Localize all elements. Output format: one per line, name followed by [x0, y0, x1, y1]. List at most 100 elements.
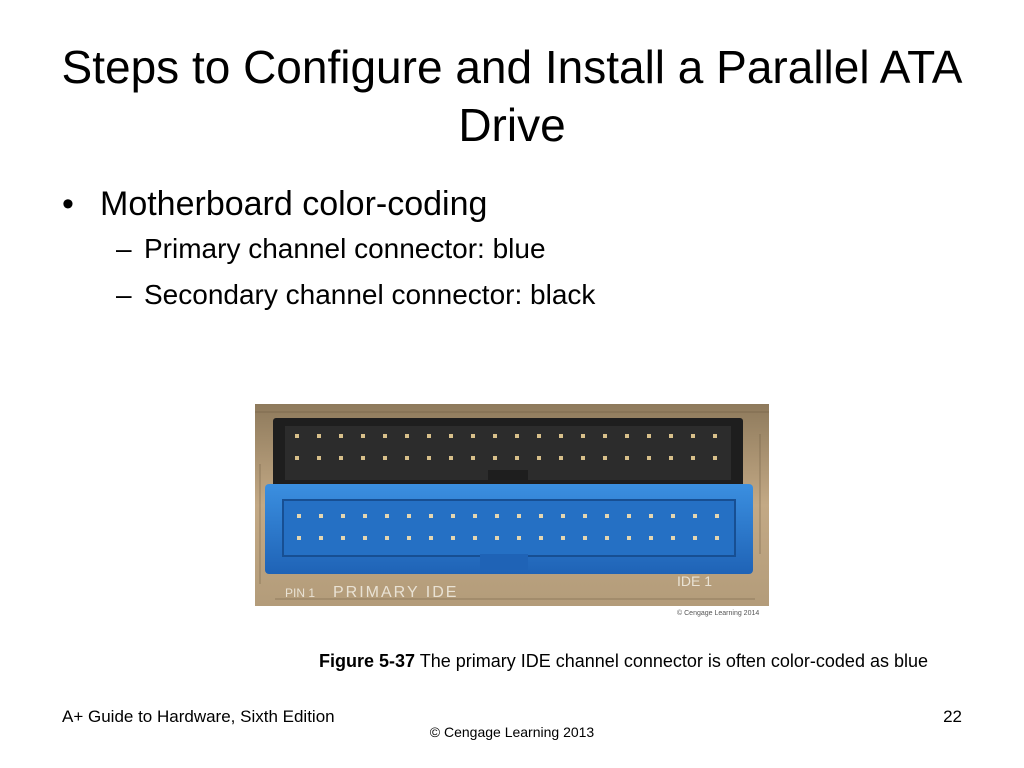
connector-pin — [495, 536, 499, 540]
connector-pin — [713, 434, 717, 438]
bullet-item: • Motherboard color-coding — [62, 182, 962, 226]
credit-text: Cengage Learning 2014 — [684, 610, 760, 617]
connector-pin — [297, 514, 301, 518]
connector-pin — [339, 434, 343, 438]
connector-pin — [539, 514, 543, 518]
connector-pin — [581, 456, 585, 460]
connector-pin — [603, 456, 607, 460]
connector-pin — [493, 456, 497, 460]
credit-symbol: © — [677, 610, 683, 617]
connector-pin — [427, 456, 431, 460]
pin1-label: PIN 1 — [285, 586, 315, 600]
connector-pin — [295, 456, 299, 460]
connector-pin — [383, 434, 387, 438]
connector-pin — [715, 514, 719, 518]
sub-bullet-text: Secondary channel connector: black — [144, 279, 596, 310]
connector-pin — [559, 456, 563, 460]
connector-pin — [669, 456, 673, 460]
connector-pin — [471, 456, 475, 460]
connector-pin — [383, 456, 387, 460]
connector-pin — [691, 434, 695, 438]
connector-pin — [583, 514, 587, 518]
board-traces — [255, 411, 769, 600]
connector-pin — [517, 514, 521, 518]
connector-pin — [341, 514, 345, 518]
caption-text: The primary IDE channel connector is oft… — [419, 651, 928, 671]
connector-pin — [669, 434, 673, 438]
connector-pin — [317, 434, 321, 438]
image-credit: © Cengage Learning 2014 — [677, 610, 759, 617]
connector-pin — [473, 536, 477, 540]
connector-pin — [339, 456, 343, 460]
connector-pin — [493, 434, 497, 438]
connector-pin — [361, 434, 365, 438]
connector-pin — [429, 514, 433, 518]
bullet-list: • Motherboard color-coding – Primary cha… — [62, 182, 962, 318]
connector-pin — [625, 434, 629, 438]
connector-pin — [295, 434, 299, 438]
connector-pin — [407, 514, 411, 518]
primary-connector-blue — [265, 484, 753, 574]
connector-pin — [583, 536, 587, 540]
connector-pin — [691, 456, 695, 460]
connector-pin — [561, 536, 565, 540]
primary-ide-label: PRIMARY IDE — [333, 584, 458, 601]
connector-pin — [693, 514, 697, 518]
bullet-marker: • — [62, 185, 74, 223]
connector-pin — [451, 536, 455, 540]
connector-pin — [363, 514, 367, 518]
connector-pin — [495, 514, 499, 518]
connector-pin — [625, 456, 629, 460]
connector-pin — [561, 514, 565, 518]
connector-pin — [449, 456, 453, 460]
connector-pin — [473, 514, 477, 518]
connector-pin — [671, 536, 675, 540]
connector-pin — [581, 434, 585, 438]
connector-pin — [559, 434, 563, 438]
connector-pin — [407, 536, 411, 540]
connector-pin — [627, 536, 631, 540]
connector-pin — [385, 536, 389, 540]
connector-pin — [605, 536, 609, 540]
connector-pin — [605, 514, 609, 518]
footer-book-title: A+ Guide to Hardware, Sixth Edition — [62, 707, 335, 726]
connector-pin — [405, 456, 409, 460]
footer-copyright: © Cengage Learning 2013 — [429, 724, 595, 740]
connector-pin — [471, 434, 475, 438]
connector-pin — [627, 514, 631, 518]
connector-pin — [539, 536, 543, 540]
connector-pin — [713, 456, 717, 460]
figure-number: Figure 5-37 — [319, 651, 416, 671]
connector-pin — [603, 434, 607, 438]
figure-caption: Figure 5-37 The primary IDE channel conn… — [40, 648, 984, 674]
connector-pin — [515, 456, 519, 460]
connector-pin — [647, 456, 651, 460]
connector-pin — [715, 536, 719, 540]
connector-pin — [693, 536, 697, 540]
connector-pin — [515, 434, 519, 438]
connector-pin — [537, 456, 541, 460]
connector-pin — [317, 456, 321, 460]
bullet-text: Motherboard color-coding — [100, 185, 488, 223]
slide-title: Steps to Configure and Install a Paralle… — [61, 41, 963, 151]
sub-bullet-text: Primary channel connector: blue — [144, 233, 546, 264]
ide-connector-photo: PIN 1 PRIMARY IDE IDE 1 — [255, 404, 769, 606]
connector-pin — [405, 434, 409, 438]
page-number: 22 — [943, 707, 962, 726]
connector-pin — [537, 434, 541, 438]
connector-pin — [647, 434, 651, 438]
sub-bullet-marker: – — [116, 279, 132, 310]
connector-pin — [385, 514, 389, 518]
connector-pin — [517, 536, 521, 540]
connector-pin — [649, 536, 653, 540]
connector-pin — [671, 514, 675, 518]
connector-pin — [363, 536, 367, 540]
connector-pin — [361, 456, 365, 460]
sub-bullet-marker: – — [116, 233, 132, 264]
secondary-connector-black — [273, 418, 743, 488]
ide1-label: IDE 1 — [677, 573, 712, 589]
connector-pin — [429, 536, 433, 540]
connector-pin — [449, 434, 453, 438]
sub-bullet-item: – Secondary channel connector: black — [62, 272, 962, 318]
sub-bullet-item: – Primary channel connector: blue — [62, 226, 962, 272]
